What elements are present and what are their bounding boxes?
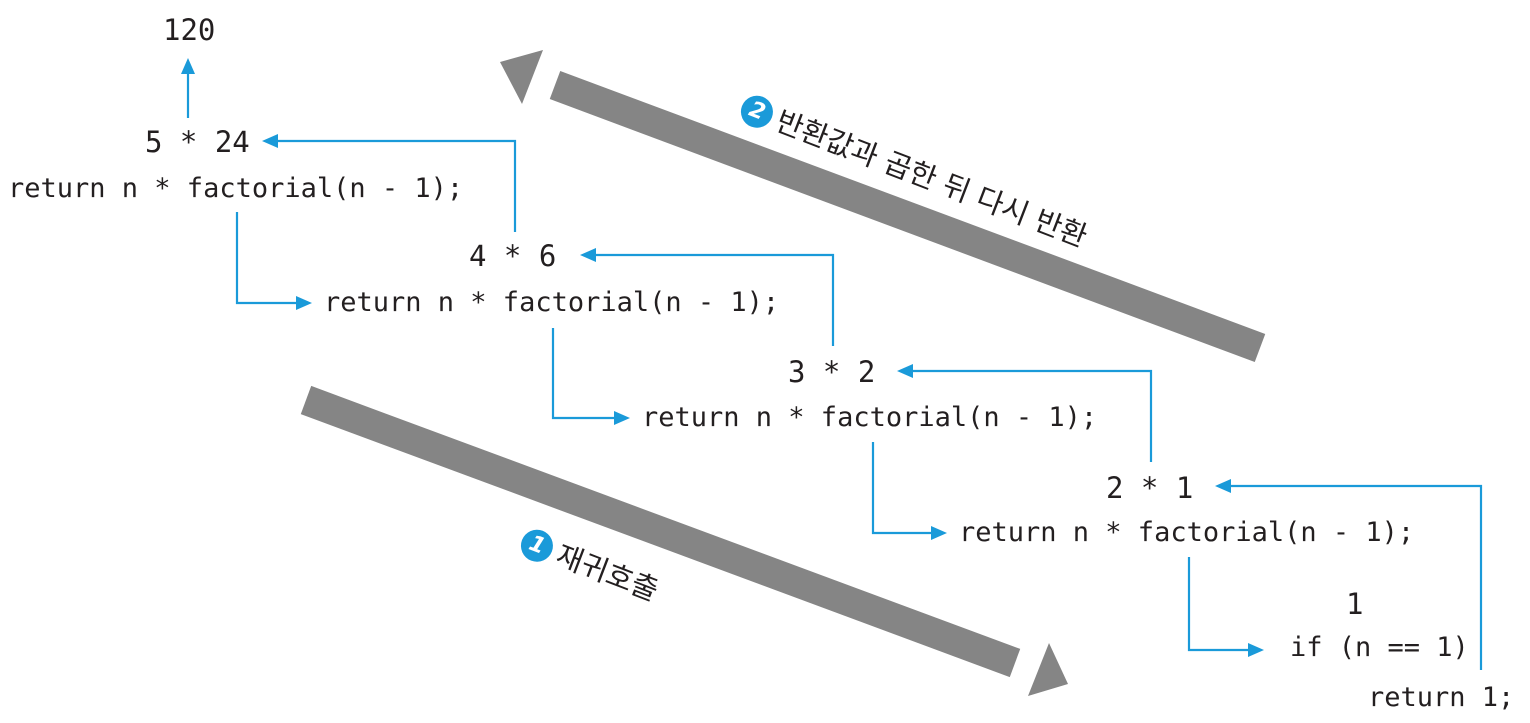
level2-return-line: return n * factorial(n - 1); [959,517,1415,548]
base-case-return-line: return 1; [1368,682,1515,713]
final-result: 120 [163,13,216,47]
return-arrow-level2-to-level3 [909,369,1153,462]
return-arrow-level4-to-level5 [274,139,517,232]
call-arrow-level5-to-level4 [235,212,300,305]
level5-result: 5 * 24 [145,125,250,159]
call-arrow-level3-to-level2 [871,442,935,535]
level4-return-line: return n * factorial(n - 1); [324,287,780,318]
return-arrow-level3-to-level4 [592,253,835,346]
level3-result: 3 * 2 [788,355,876,389]
return-direction-arrow [500,50,1266,363]
level2-result: 2 * 1 [1106,471,1194,505]
recursive-call-direction-arrow [300,385,1068,696]
base-case-if-line: if (n == 1) [1290,632,1469,663]
call-arrow-level4-to-level3 [551,328,618,420]
level3-return-line: return n * factorial(n - 1); [642,402,1098,433]
call-arrow-level2-to-base [1187,557,1252,652]
level4-result: 4 * 6 [469,239,557,273]
level1-result: 1 [1346,587,1364,621]
level5-return-line: return n * factorial(n - 1); [8,173,464,204]
return-arrow-base-to-level2 [1227,484,1483,670]
